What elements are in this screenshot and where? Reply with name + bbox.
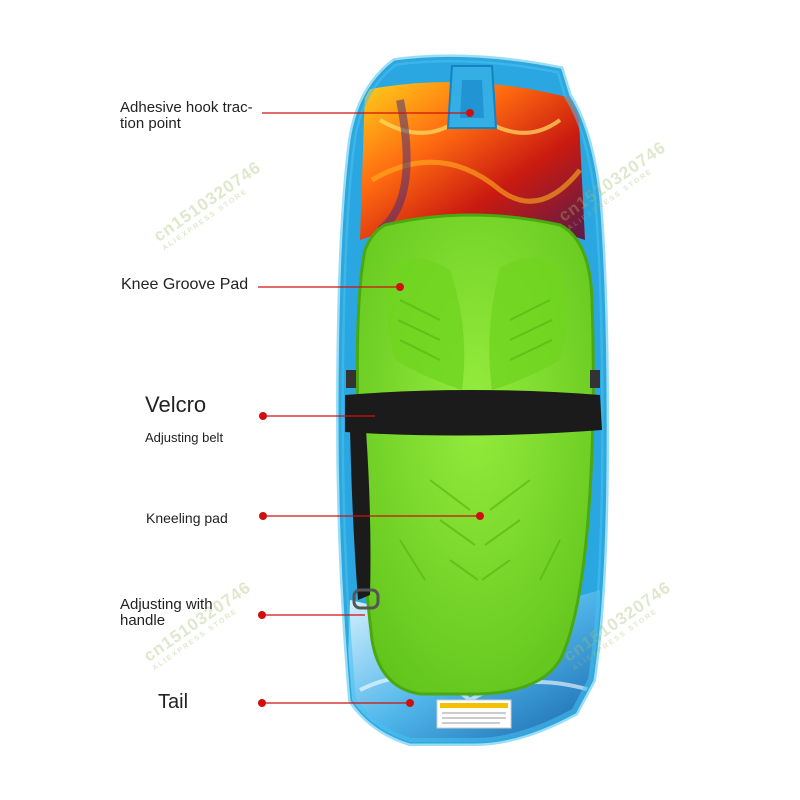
callout-dot-velcro bbox=[259, 412, 267, 420]
callout-dot-kneeling-end bbox=[476, 512, 484, 520]
label-adhesive-hook-line1: Adhesive hook trac- bbox=[120, 99, 253, 116]
callout-dot-knee bbox=[396, 283, 404, 291]
label-tail: Tail bbox=[158, 691, 189, 713]
knee-groove-right bbox=[489, 258, 567, 390]
hook-traction-point bbox=[446, 65, 498, 129]
kneeling-pad bbox=[355, 213, 595, 696]
label-adjusting-handle-line2: handle bbox=[120, 611, 166, 629]
label-velcro: Velcro bbox=[145, 392, 207, 417]
label-adhesive-hook-line2: tion point bbox=[120, 114, 181, 132]
handle-ring bbox=[352, 588, 380, 610]
callout-lines bbox=[258, 112, 480, 704]
callout-dot-handle bbox=[258, 611, 266, 619]
callout-dots bbox=[258, 109, 484, 707]
velcro-strap bbox=[345, 370, 602, 610]
label-kneeling-pad: Kneeling pad bbox=[146, 510, 228, 526]
label-adjusting-belt: Adjusting belt bbox=[145, 430, 224, 445]
knee-groove-left bbox=[386, 258, 465, 390]
label-knee-groove-pad: Knee Groove Pad bbox=[121, 276, 249, 293]
handle-strap bbox=[350, 428, 371, 600]
callout-dot-kneeling bbox=[259, 512, 267, 520]
label-adjusting-handle-line1: Adjusting with bbox=[120, 596, 213, 613]
label-adhesive-hook: Adhesive hook trac- tion point bbox=[120, 100, 280, 132]
callout-dot-tail bbox=[258, 699, 266, 707]
callout-dot-tail-end bbox=[406, 699, 414, 707]
callout-dot-hook bbox=[466, 109, 474, 117]
label-adjusting-handle: Adjusting with handle bbox=[120, 597, 260, 629]
